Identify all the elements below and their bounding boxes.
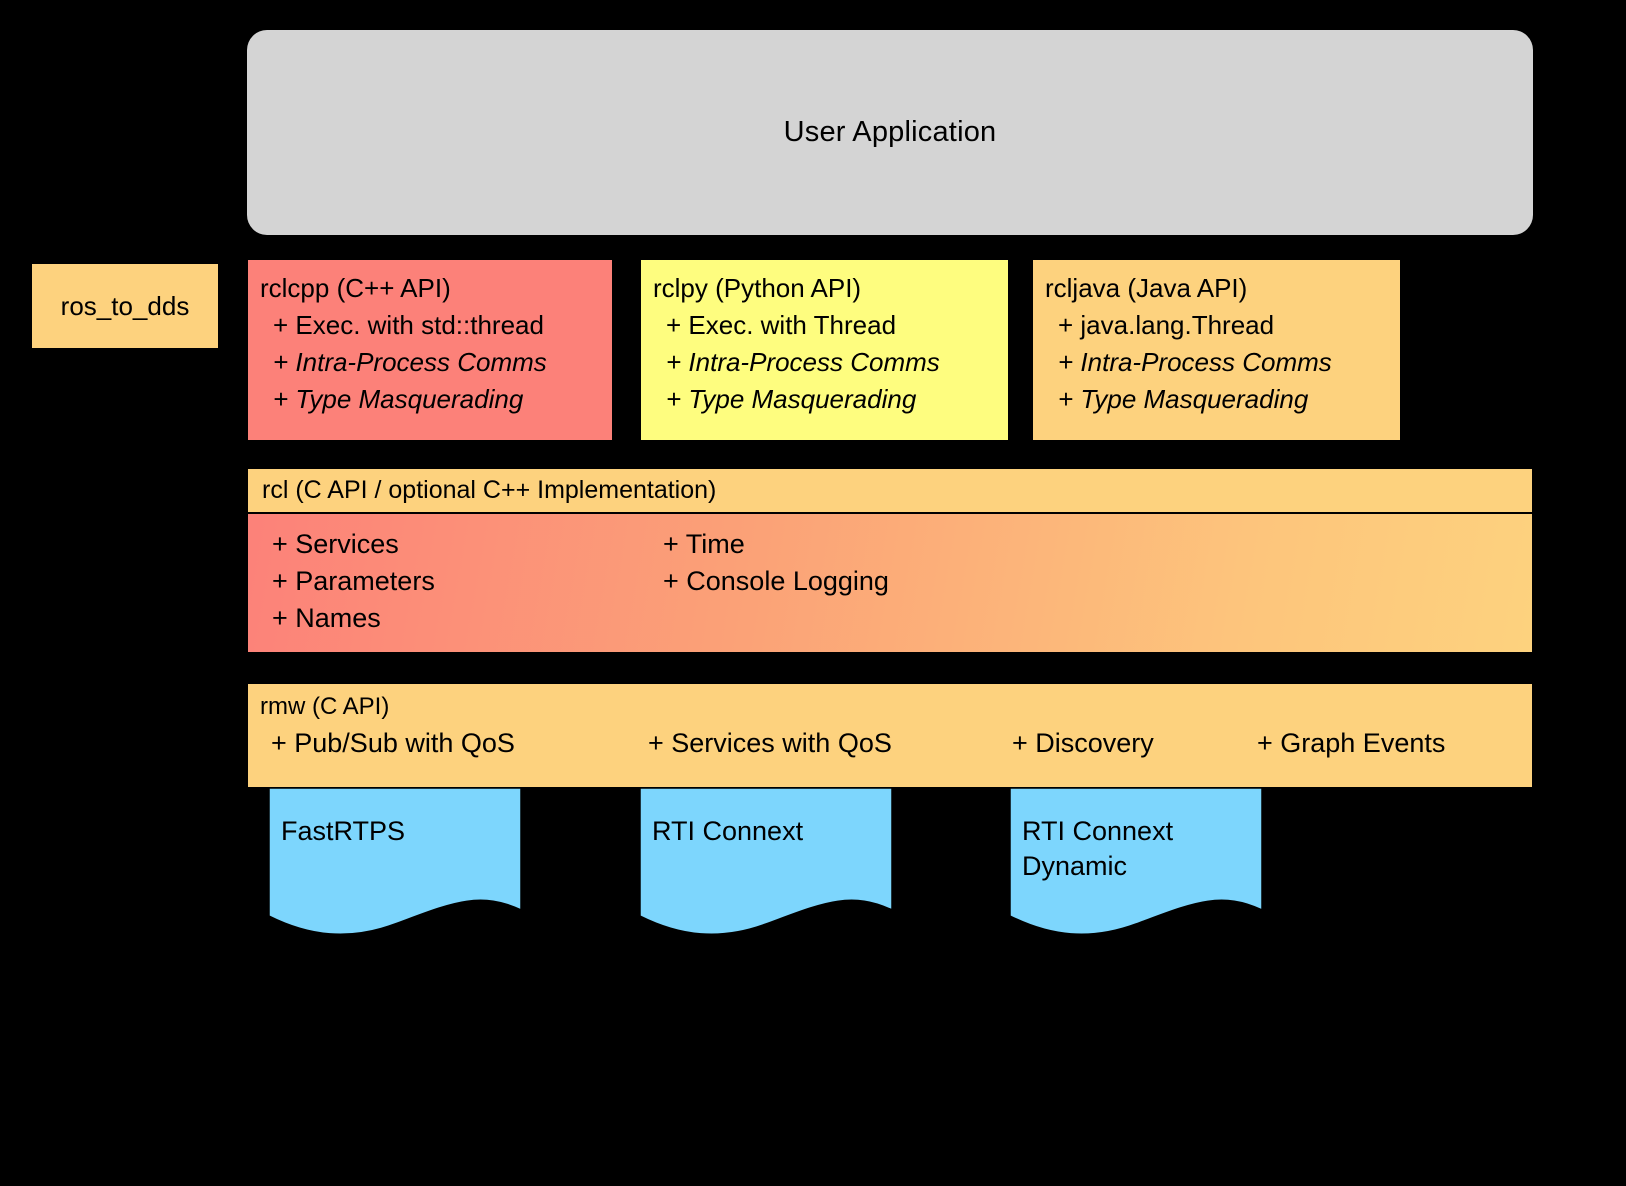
rcl-feature-time: + Time	[663, 529, 745, 559]
rclcpp-feature-2: + Type Masquerading	[273, 384, 524, 414]
rcl-left-column: + Services + Parameters + Names	[272, 526, 435, 637]
rcl-right-column: + Time + Console Logging	[663, 526, 889, 600]
rmw-feature-discovery: + Discovery	[1012, 728, 1154, 758]
document-shape-icon	[640, 788, 892, 936]
rclpy-feature-0: + Exec. with Thread	[666, 310, 897, 340]
rcl-feature-parameters: + Parameters	[272, 566, 435, 596]
rclpy-box: rclpy (Python API) + Exec. with Thread +…	[640, 259, 1009, 441]
document-shape-icon	[269, 788, 521, 936]
rcljava-feature-0: + java.lang.Thread	[1058, 310, 1275, 340]
dds-vendor-rti-connext-dynamic: RTI Connext Dynamic	[1010, 788, 1262, 940]
dds-vendor-label-0: FastRTPS	[281, 816, 406, 846]
rcljava-feature-2: + Type Masquerading	[1058, 384, 1309, 414]
rclcpp-feature-0: + Exec. with std::thread	[273, 310, 544, 340]
rmw-feature-pubsub: + Pub/Sub with QoS	[271, 728, 515, 758]
user-application-label: User Application	[783, 116, 997, 149]
rcl-header: rcl (C API / optional C++ Implementation…	[248, 469, 1532, 514]
document-shape-icon	[1010, 788, 1262, 936]
rclcpp-box: rclcpp (C++ API) + Exec. with std::threa…	[247, 259, 613, 441]
rmw-title: rmw (C API)	[260, 693, 390, 720]
rmw-feature-graph-events: + Graph Events	[1257, 728, 1446, 758]
rcl-title: rcl (C API / optional C++ Implementation…	[262, 476, 717, 504]
rcljava-box: rcljava (Java API) + java.lang.Thread + …	[1032, 259, 1401, 441]
user-application-box: User Application	[247, 30, 1533, 235]
rmw-feature-list: + Pub/Sub with QoS + Services with QoS +…	[260, 723, 1532, 769]
rclcpp-title: rclcpp (C++ API)	[260, 273, 451, 303]
rcl-feature-names: + Names	[272, 603, 381, 633]
rmw-feature-services: + Services with QoS	[648, 728, 892, 758]
ros-to-dds-box: ros_to_dds	[31, 263, 219, 349]
rmw-box: rmw (C API) + Pub/Sub with QoS + Service…	[247, 683, 1533, 788]
rcljava-title: rcljava (Java API)	[1045, 273, 1248, 303]
dds-vendor-fastrtps: FastRTPS	[269, 788, 521, 940]
dds-vendor-label-2: RTI Connext Dynamic	[1022, 816, 1174, 881]
rcljava-feature-1: + Intra-Process Comms	[1058, 347, 1332, 377]
rcl-box: rcl (C API / optional C++ Implementation…	[247, 468, 1533, 653]
rclpy-feature-2: + Type Masquerading	[666, 384, 917, 414]
dds-vendor-rti-connext: RTI Connext	[640, 788, 892, 940]
dds-vendor-label-1: RTI Connext	[652, 816, 804, 846]
rcl-feature-services: + Services	[272, 529, 399, 559]
rcl-feature-console-logging: + Console Logging	[663, 566, 889, 596]
rclcpp-feature-1: + Intra-Process Comms	[273, 347, 547, 377]
rclpy-title: rclpy (Python API)	[653, 273, 862, 303]
rclpy-feature-1: + Intra-Process Comms	[666, 347, 940, 377]
ros-to-dds-label: ros_to_dds	[60, 290, 190, 321]
rcl-body: + Services + Parameters + Names + Time +…	[248, 516, 1532, 652]
